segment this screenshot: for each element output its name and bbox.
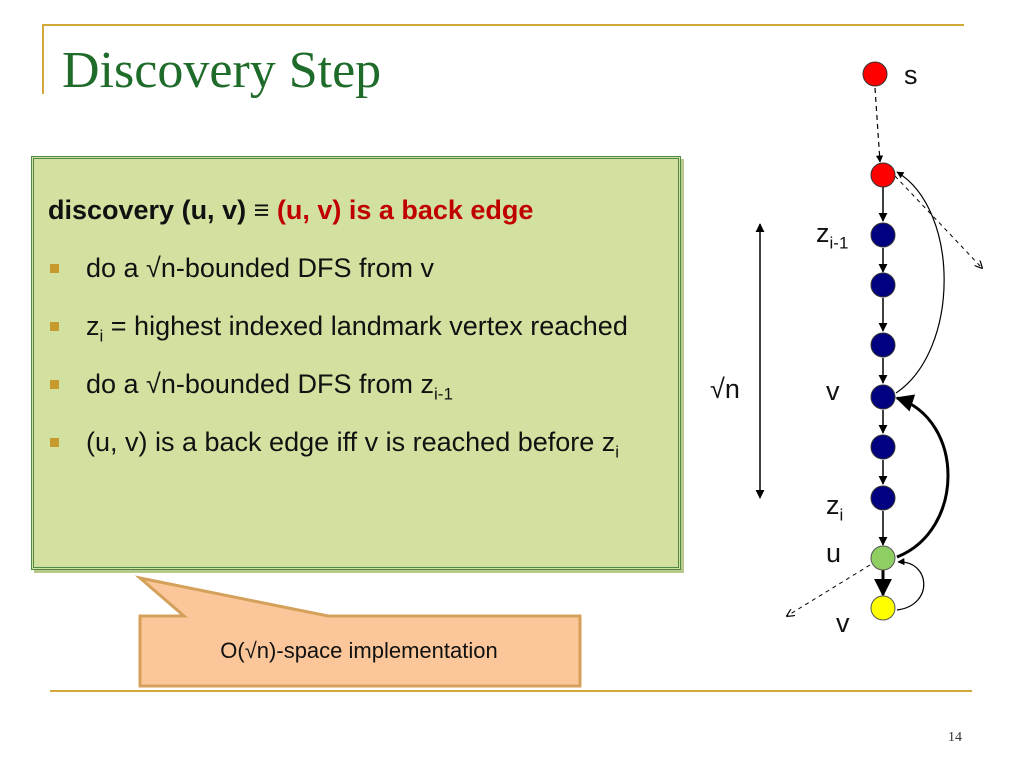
dashed-edge-s (874, 87, 884, 163)
label-z-base: z (816, 218, 830, 248)
label-v-upper: v (826, 376, 840, 406)
bold-back-edge (895, 394, 950, 559)
callout-bubble (134, 575, 582, 688)
title-rule-top (42, 24, 964, 26)
box-heading: discovery (u, v) ≡ (u, v) is a back edge (48, 195, 666, 226)
heading-prefix: discovery (u, v) ≡ (48, 195, 270, 225)
label-u: u (826, 538, 842, 568)
footer-rule (50, 690, 972, 692)
vertex-z-i-minus-1 (870, 222, 896, 248)
dashed-edge-right (894, 175, 982, 268)
bullet-square-icon (50, 264, 59, 273)
bullet-text-before: do a √n-bounded DFS from z (86, 369, 434, 399)
bullet-text: do a √n-bounded DFS from v (86, 253, 434, 283)
bullet-square-icon (50, 380, 59, 389)
vertex-path (870, 434, 896, 460)
vertex-v-lower (870, 595, 896, 621)
bullet-item: zi = highest indexed landmark vertex rea… (48, 308, 666, 344)
label-z-sub: i-1 (829, 233, 849, 253)
vertex-path (870, 332, 896, 358)
bullet-item: do a √n-bounded DFS from zi-1 (48, 366, 666, 402)
back-edge-curve (895, 171, 945, 394)
label-sqrt-n: √n (710, 374, 740, 404)
slide-title: Discovery Step (62, 42, 382, 99)
title-rule-left (42, 24, 44, 94)
bullet-list: do a √n-bounded DFS from v zi = highest … (48, 250, 666, 460)
bullet-subscript: i (615, 442, 620, 462)
label-z-i-minus-1: zi-1 (816, 218, 848, 252)
vertex-red (870, 162, 896, 188)
label-v-lower: v (836, 608, 850, 638)
label-z-base: z (826, 490, 840, 520)
bullet-square-icon (50, 322, 59, 331)
heading-highlight: (u, v) is a back edge (276, 195, 534, 225)
callout-text: O(√n)-space implementation (220, 638, 498, 663)
page-number: 14 (948, 730, 962, 745)
bullet-text-after: = highest indexed landmark vertex reache… (103, 311, 628, 341)
label-s: s (904, 60, 918, 90)
bullet-square-icon (50, 438, 59, 447)
bullet-text-before: z (86, 311, 100, 341)
bullet-subscript: i (99, 326, 104, 346)
vertex-s (862, 61, 888, 87)
bullet-subscript: i-1 (434, 384, 453, 404)
label-z-i: zi (826, 490, 843, 524)
bullet-item: do a √n-bounded DFS from v (48, 250, 666, 286)
bullet-item: (u, v) is a back edge iff v is reached b… (48, 424, 666, 460)
definition-box: discovery (u, v) ≡ (u, v) is a back edge… (31, 156, 681, 570)
vertex-path (870, 272, 896, 298)
loop-edge (896, 558, 925, 611)
vertex-z-i (870, 485, 896, 511)
dashed-edge-left (787, 564, 871, 616)
vertex-u (870, 545, 896, 571)
bullet-text-before: (u, v) is a back edge iff v is reached b… (86, 427, 616, 457)
label-z-sub: i (839, 505, 844, 525)
vertex-v-upper (870, 384, 896, 410)
